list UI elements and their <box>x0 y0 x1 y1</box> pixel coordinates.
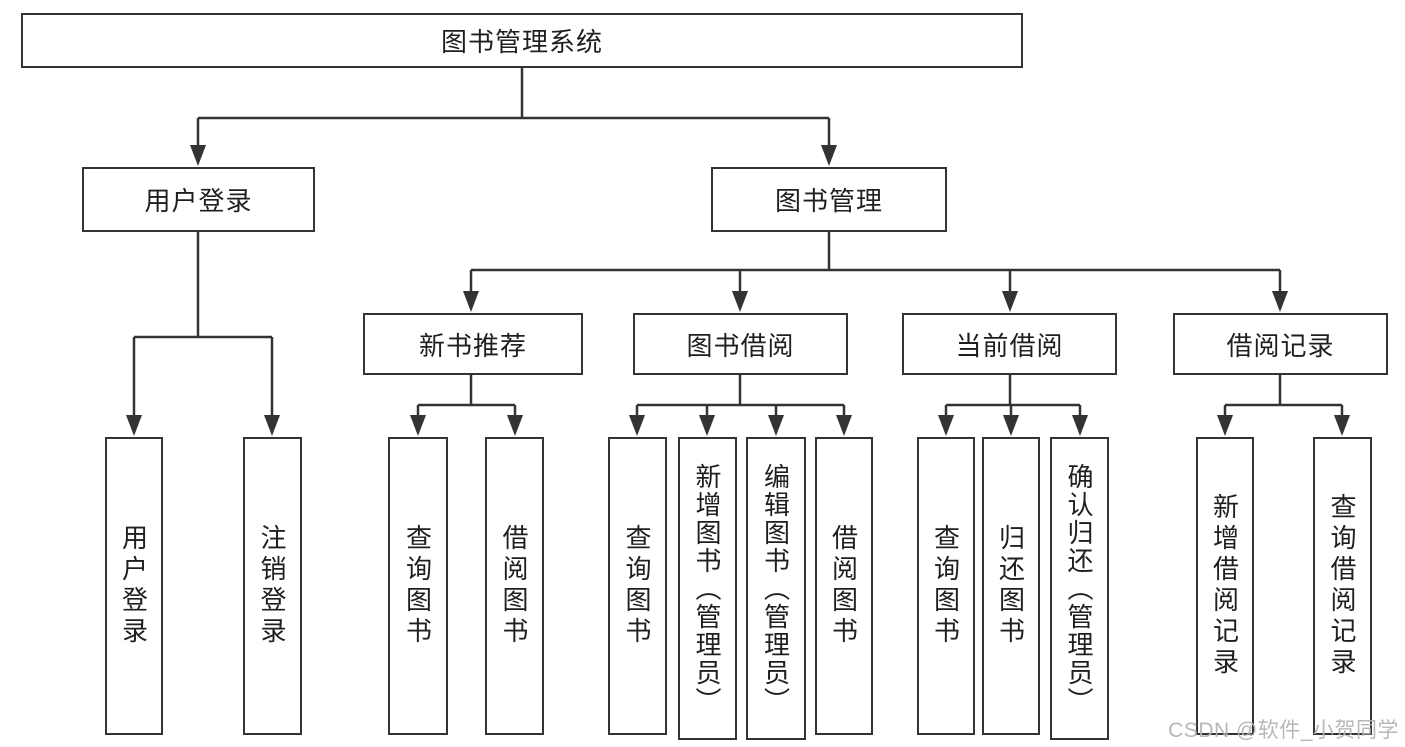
leaf-add-books-admin: 新增图书（管理员） <box>678 437 737 740</box>
leaf-borrow-books-borrowing: 借阅图书 <box>815 437 873 735</box>
leaf-query-books-borrowing: 查询图书 <box>608 437 667 735</box>
node-current-borrowing: 当前借阅 <box>902 313 1117 375</box>
leaf-return-books: 归还图书 <box>982 437 1040 735</box>
leaf-user-login: 用户登录 <box>105 437 163 735</box>
leaf-query-books-current: 查询图书 <box>917 437 975 735</box>
leaf-confirm-return-admin: 确认归还（管理员） <box>1050 437 1109 740</box>
node-borrow-records: 借阅记录 <box>1173 313 1388 375</box>
node-book-management: 图书管理 <box>711 167 947 232</box>
csdn-watermark: CSDN @软件_小贺同学 <box>1168 719 1399 742</box>
leaf-logout: 注销登录 <box>243 437 302 735</box>
leaf-query-borrow-record: 查询借阅记录 <box>1313 437 1372 735</box>
leaf-query-books-recommend: 查询图书 <box>388 437 448 735</box>
node-root-system: 图书管理系统 <box>21 13 1023 68</box>
node-user-login: 用户登录 <box>82 167 315 232</box>
leaf-edit-books-admin: 编辑图书（管理员） <box>746 437 806 740</box>
leaf-borrow-books-recommend: 借阅图书 <box>485 437 544 735</box>
node-new-book-recommend: 新书推荐 <box>363 313 583 375</box>
node-book-borrowing: 图书借阅 <box>633 313 848 375</box>
leaf-add-borrow-record: 新增借阅记录 <box>1196 437 1254 735</box>
